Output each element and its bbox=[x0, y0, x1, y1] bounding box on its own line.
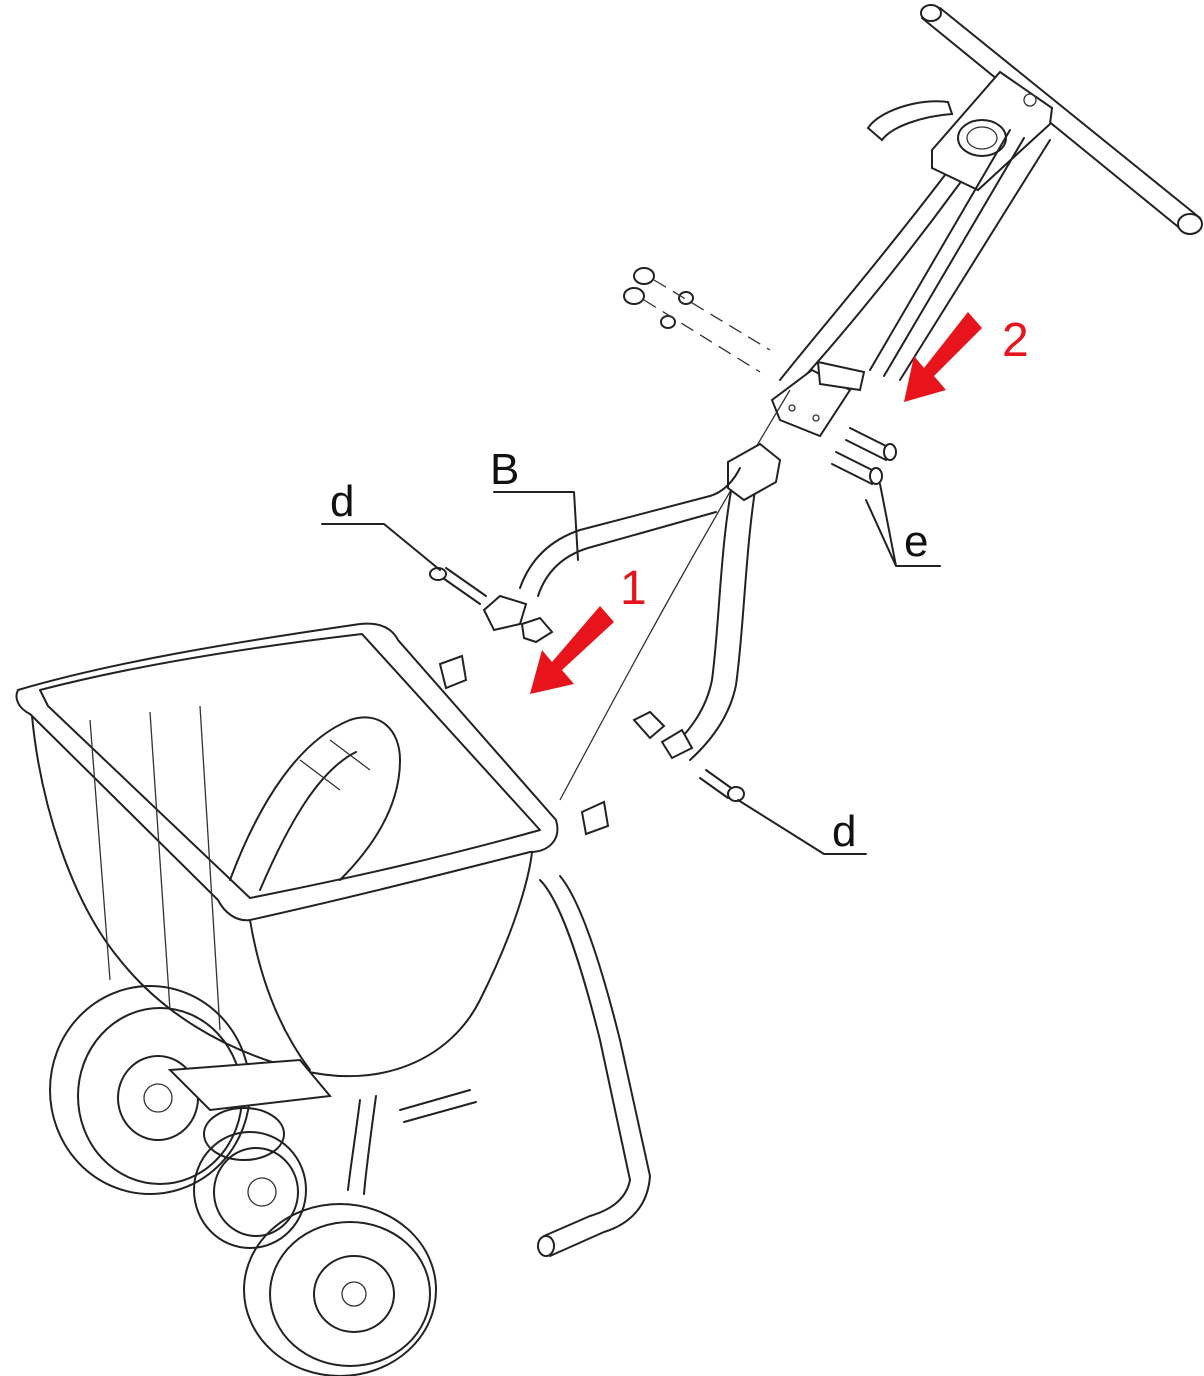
hopper bbox=[15, 622, 559, 1078]
handle-t-bar bbox=[920, 4, 1203, 235]
lower-handle-right bbox=[669, 442, 782, 761]
bolt-d-lower bbox=[632, 710, 745, 802]
label-d-lower: d bbox=[832, 807, 856, 856]
step-arrow-1 bbox=[530, 606, 614, 694]
spinner-plate bbox=[167, 1058, 332, 1161]
handle-bracket bbox=[770, 360, 866, 438]
lower-frame-legs bbox=[347, 875, 651, 1257]
callout-lines bbox=[321, 483, 941, 855]
upper-handle-tube bbox=[779, 129, 1051, 387]
bolts-e bbox=[831, 427, 897, 485]
label-b: B bbox=[490, 445, 519, 494]
control-lever bbox=[866, 100, 954, 142]
label-e: e bbox=[904, 517, 928, 566]
part-b-crossbar bbox=[482, 467, 741, 632]
right-wheel bbox=[243, 1203, 437, 1376]
nuts-and-washers bbox=[623, 267, 771, 373]
label-d-upper: d bbox=[330, 477, 354, 526]
control-box bbox=[931, 70, 1054, 192]
frame-post-stubs bbox=[438, 654, 610, 836]
front-caster-wheel bbox=[193, 1131, 307, 1249]
step-number-2: 2 bbox=[1002, 314, 1029, 367]
step-number-1: 1 bbox=[620, 562, 647, 615]
step-arrow-2 bbox=[904, 312, 982, 402]
